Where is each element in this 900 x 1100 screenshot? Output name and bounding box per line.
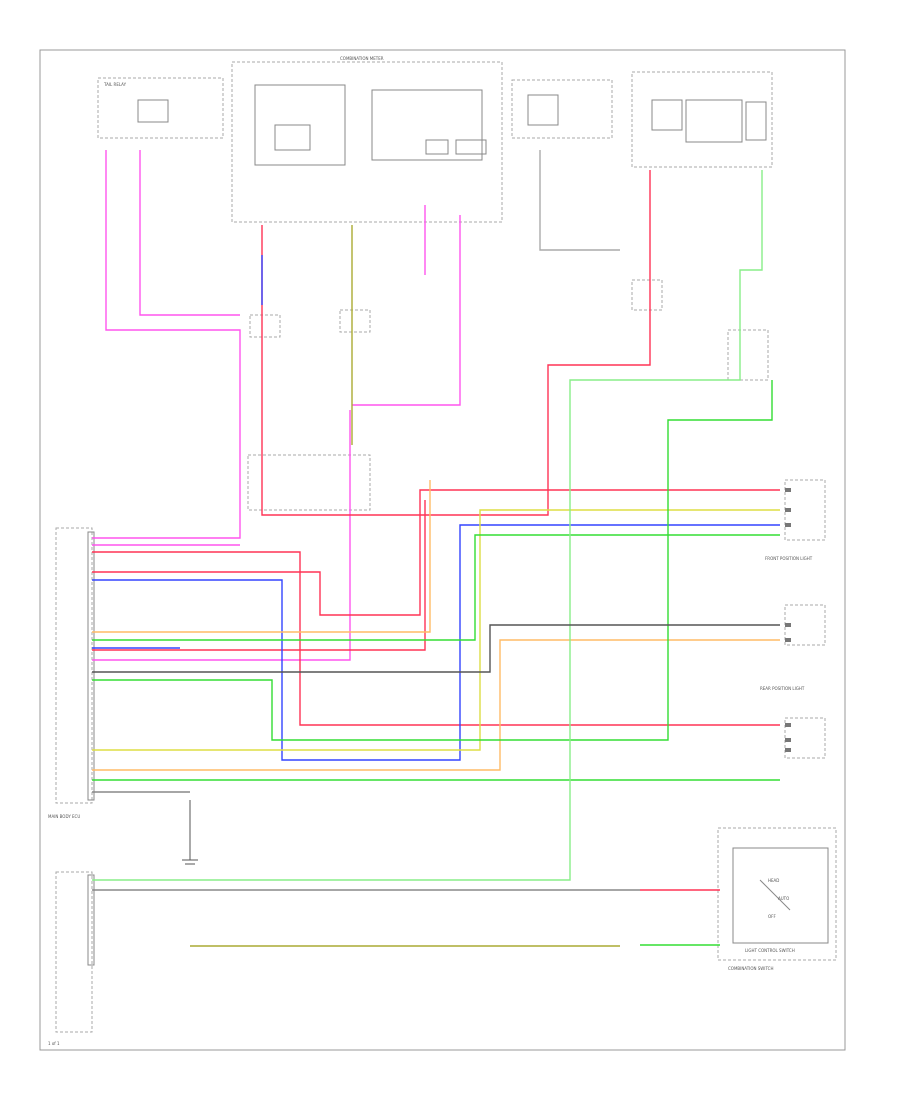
wire-pink-6 [92,410,351,661]
wire-red-4 [92,500,426,651]
wire-red-2 [92,551,780,726]
switch-auto-label: AUTO [778,896,789,901]
wire-orange-1 [92,639,780,771]
connector-box-2 [339,309,371,333]
connector-box-5 [727,329,769,381]
light-control-switch-label: LIGHT CONTROL SWITCH [745,948,795,953]
right-relay-box-b [631,71,773,168]
rear-position-light-label: REAR POSITION LIGHT [760,686,805,691]
ground-symbol [182,800,198,865]
front-position-light-label: FRONT POSITION LIGHT [765,556,813,561]
switch-off-label: OFF [768,914,776,919]
connector-box-4 [631,279,663,311]
lower-ecu-connector [55,871,95,1033]
wire-orange-2 [92,480,431,633]
page-reference: 1 of 1 [48,1041,60,1046]
right-relay-box-a [511,79,613,139]
wire-red-1 [261,170,651,516]
wire-green-4 [92,170,763,881]
wire-red-3 [92,489,780,616]
diagram-border [39,49,846,1051]
connector-box-3 [247,454,371,511]
main-body-ecu-label: MAIN BODY ECU [48,814,80,819]
right-terminal-markers [785,488,791,752]
wire-pink-2 [139,150,240,316]
wire-grey-4 [539,150,620,251]
connector-box-1 [249,314,281,338]
wire-green-1 [92,534,780,641]
combination-switch-box: HEAD AUTO OFF LIGHT CONTROL SWITCH COMBI… [717,827,837,971]
wire-pink-5 [352,215,461,406]
wire-yellow-1 [92,509,780,751]
main-body-ecu-connector: MAIN BODY ECU [48,527,95,819]
combination-switch-label: COMBINATION SWITCH [728,966,773,971]
top-left-component: TAIL RELAY [97,77,224,139]
top-left-component-label: TAIL RELAY [103,82,127,87]
wire-grey-1 [92,624,780,673]
switch-head-label: HEAD [768,878,779,883]
combination-meter-label: COMBINATION METER [340,56,384,61]
wire-pink-1 [92,150,241,539]
combination-meter-box: COMBINATION METER [231,56,503,223]
wire-blue-1 [92,524,780,761]
wire-green-2 [92,380,773,741]
